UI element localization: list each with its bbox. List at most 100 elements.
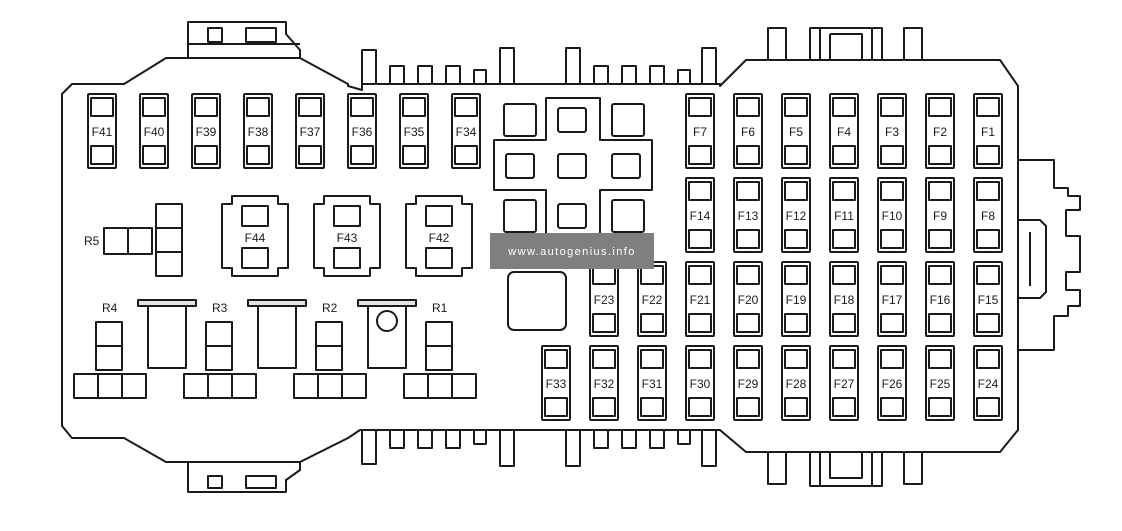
fuse-f5: F5	[781, 93, 811, 169]
fuse-label: F25	[930, 377, 951, 391]
fuse-label: F2	[933, 125, 947, 139]
fuse-label: F7	[693, 125, 707, 139]
relay-pin-bottom	[557, 203, 587, 229]
fuse-label: F24	[978, 377, 999, 391]
bottom-left-tab-slot	[207, 475, 223, 489]
relay-pin-br	[611, 199, 645, 233]
relay-bay-r2	[293, 299, 417, 399]
watermark-text: www.autogenius.info	[507, 246, 636, 258]
top-left-tab	[187, 21, 301, 58]
fuse-label: F28	[786, 377, 807, 391]
bottom-terminals-left	[361, 430, 515, 467]
fuse-label: F8	[981, 209, 995, 223]
fuse-label: F11	[834, 209, 854, 223]
fuse-f3: F3	[877, 93, 907, 169]
bottom-right-post-1	[767, 451, 787, 485]
relay-pin-bl	[503, 199, 537, 233]
r5-pin-2	[127, 227, 153, 255]
fuse-label: F4	[837, 125, 851, 139]
top-terminals-right	[565, 47, 717, 84]
fuse-f31: F31	[637, 345, 667, 421]
fuse-f24: F24	[973, 345, 1003, 421]
r5-pin-4	[155, 227, 183, 253]
fuse-label: F43	[337, 231, 358, 245]
fuse-f13: F13	[733, 177, 763, 253]
relay-pin-right	[611, 153, 641, 179]
top-right-post-2	[903, 27, 923, 61]
fuse-f16: F16	[925, 261, 955, 337]
relay-pin-left	[505, 153, 535, 179]
fuse-label: F35	[404, 125, 425, 139]
fuse-label: F19	[786, 293, 807, 307]
fuse-label: F18	[834, 293, 855, 307]
relay-bay-r1	[403, 321, 477, 399]
fuse-f6: F6	[733, 93, 763, 169]
fuse-label: F31	[642, 377, 663, 391]
bottom-right-post-2	[903, 451, 923, 485]
fuse-f17: F17	[877, 261, 907, 337]
fuse-label: F37	[300, 125, 321, 139]
fuse-label: F5	[789, 125, 803, 139]
fuse-f12: F12	[781, 177, 811, 253]
fuse-f29: F29	[733, 345, 763, 421]
fuse-label: F34	[456, 125, 477, 139]
fuse-f14: F14	[685, 177, 715, 253]
fuse-f10: F10	[877, 177, 907, 253]
bottom-left-tab-slot-2	[245, 475, 277, 489]
fuse-label: F10	[882, 209, 903, 223]
fuse-label: F1	[981, 125, 995, 139]
fuse-f21: F21	[685, 261, 715, 337]
fuse-f8: F8	[973, 177, 1003, 253]
top-left-tab-slot-2	[245, 27, 277, 43]
fuse-f28: F28	[781, 345, 811, 421]
fuse-f15: F15	[973, 261, 1003, 337]
right-side-latch	[1018, 219, 1047, 299]
fuse-label: F15	[978, 293, 999, 307]
fuse-f35: F35	[399, 93, 429, 169]
fuse-label: F13	[738, 209, 759, 223]
fuse-label: F38	[248, 125, 269, 139]
relay-label-r1: R1	[432, 301, 448, 315]
fuse-label: F22	[642, 293, 663, 307]
fuse-label: F33	[546, 377, 567, 391]
top-right-post-1	[767, 27, 787, 61]
fuse-label: F36	[352, 125, 373, 139]
top-right-connector	[809, 27, 883, 60]
fuse-label: F16	[930, 293, 951, 307]
fuse-f30: F30	[685, 345, 715, 421]
fuse-f2: F2	[925, 93, 955, 169]
housing-outline	[61, 57, 1019, 463]
fuse-label: F32	[594, 377, 615, 391]
relay-cross-outline	[493, 97, 653, 237]
fuse-label: F44	[245, 231, 266, 245]
fuse-grid: F41 F40 F39 F38 F37 F36 F35 F34 F7 F6 F5 F4 F3 F2 F1F1…	[87, 93, 1003, 421]
fuse-label: F41	[92, 125, 113, 139]
socket-fuse-f44: F44	[221, 195, 289, 277]
socket-fuses: F44 F43 F42	[221, 195, 473, 277]
fuse-label: F3	[885, 125, 899, 139]
fuse-label: F39	[196, 125, 217, 139]
fuse-f39: F39	[191, 93, 221, 169]
fuse-f20: F20	[733, 261, 763, 337]
r5-pin-3	[155, 203, 183, 229]
relay-label-r4: R4	[102, 301, 118, 315]
fuse-label: F21	[690, 293, 711, 307]
socket-fuse-f43: F43	[313, 195, 381, 277]
top-terminals-left	[361, 47, 515, 84]
right-side-connector	[1018, 159, 1081, 351]
fuse-label: F30	[690, 377, 711, 391]
relay-label-r5: R5	[84, 234, 100, 248]
relay-bay-r4	[73, 299, 197, 399]
fuse-f32: F32	[589, 345, 619, 421]
fuse-f18: F18	[829, 261, 859, 337]
fuse-f11: F11	[829, 177, 859, 253]
fuse-f4: F4	[829, 93, 859, 169]
fuse-f1: F1	[973, 93, 1003, 169]
fuse-label: F26	[882, 377, 903, 391]
fuse-label: F6	[741, 125, 755, 139]
fuse-label: F42	[429, 231, 450, 245]
r5-pin-1	[103, 227, 129, 255]
fuse-f40: F40	[139, 93, 169, 169]
